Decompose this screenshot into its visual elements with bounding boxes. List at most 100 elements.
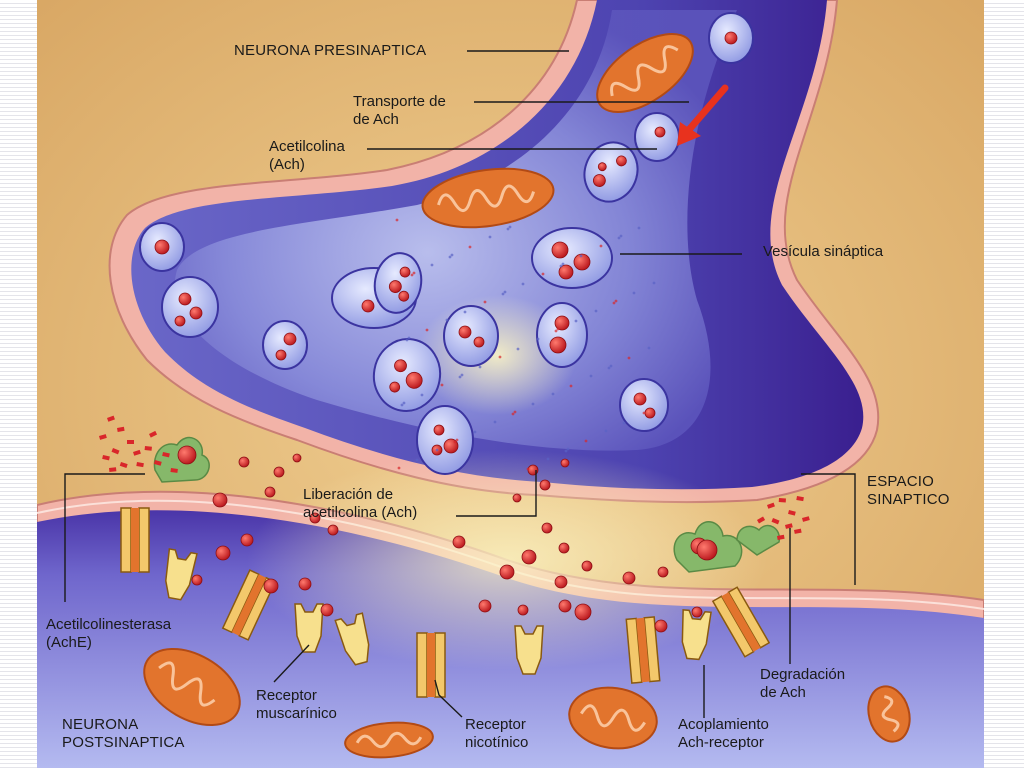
speck: [395, 218, 399, 222]
ach-molecule: [574, 603, 592, 621]
vesicle: [416, 405, 474, 475]
ach-molecule: [292, 453, 302, 463]
speck: [473, 430, 477, 434]
muscarinic-receptor: [681, 609, 712, 661]
vesicle: [262, 320, 308, 370]
speck: [498, 355, 502, 359]
vesicle: [583, 141, 639, 203]
ach-fragment: [102, 455, 110, 461]
speck: [574, 319, 578, 323]
synapse-diagram: [37, 0, 984, 768]
ach-molecule: [521, 549, 537, 565]
speck: [400, 403, 404, 407]
ach-fragment: [794, 528, 802, 534]
speck: [407, 336, 411, 340]
ach-molecule: [691, 606, 703, 618]
speck: [614, 299, 618, 303]
speck: [559, 264, 563, 268]
ach-fragment: [777, 534, 785, 540]
ach-molecule: [298, 577, 312, 591]
speck: [405, 338, 409, 342]
label-muscarinic-receptor: Receptor muscarínico: [256, 687, 337, 722]
mitochondria: [143, 32, 911, 759]
speck: [546, 457, 550, 461]
ach-molecule: [327, 524, 339, 536]
ach-molecule: [554, 575, 568, 589]
speck: [483, 300, 487, 304]
vesicle: [373, 252, 423, 314]
speck: [566, 447, 570, 451]
speck: [526, 467, 530, 471]
speck: [607, 366, 611, 370]
label-presynaptic-neuron: NEURONA PRESINAPTICA: [234, 42, 427, 59]
ach-molecule: [581, 560, 593, 572]
speck: [541, 272, 545, 276]
speck: [488, 235, 492, 239]
ach-molecule: [273, 466, 285, 478]
speck: [531, 402, 535, 406]
nicotinic-receptor: [416, 632, 446, 698]
transport-arrow: [677, 84, 729, 146]
label-ach-degradation: Degradación de Ach: [760, 666, 846, 701]
ach-molecule: [517, 604, 529, 616]
speck: [599, 244, 603, 248]
ach-molecule: [657, 566, 669, 578]
speck: [561, 262, 565, 266]
speck: [612, 301, 616, 305]
speck: [458, 375, 462, 379]
ach-fragment: [98, 434, 107, 440]
ach-molecule: [320, 603, 334, 617]
receptors: [120, 507, 771, 698]
ach-molecule: [696, 539, 718, 561]
speck: [425, 328, 429, 332]
speck: [604, 429, 608, 433]
ach-fragment: [107, 415, 115, 422]
nicotinic-receptor: [625, 616, 661, 684]
speck: [632, 291, 636, 295]
ach-fragment: [148, 430, 158, 438]
speck: [511, 412, 515, 416]
speck: [478, 365, 482, 369]
speck: [652, 281, 656, 285]
speck: [503, 290, 507, 294]
ach-fragment: [796, 495, 804, 502]
speck: [430, 263, 434, 267]
speck: [609, 364, 613, 368]
synaptic-vesicles: [139, 12, 754, 475]
ach-fragment: [144, 446, 152, 451]
speck: [579, 254, 583, 258]
ach-fragment: [778, 498, 786, 503]
ach-molecule: [558, 542, 570, 554]
ach-fragment: [785, 523, 793, 529]
vesicle: [619, 378, 669, 432]
ach-molecule: [622, 571, 636, 585]
speck: [536, 337, 540, 341]
ach-fragment: [111, 447, 120, 455]
vesicle: [139, 222, 185, 272]
ach-molecule: [212, 492, 228, 508]
ach-molecule: [264, 486, 276, 498]
ach-molecule: [499, 564, 515, 580]
speck: [589, 374, 593, 378]
speck: [569, 384, 573, 388]
label-ach-release: Liberación de acetilcolina (Ach): [303, 486, 418, 521]
speck: [622, 421, 626, 425]
label-synaptic-vesicle: Vesícula sináptica: [763, 243, 884, 260]
label-acetylcholine: Acetilcolina (Ach): [269, 138, 345, 173]
speck: [450, 253, 454, 257]
ach-fragment: [153, 459, 162, 466]
vesicle: [161, 276, 219, 338]
ach-fragment: [132, 449, 141, 456]
ach-molecule: [263, 578, 279, 594]
speck: [564, 449, 568, 453]
speck: [642, 411, 646, 415]
speck: [402, 401, 406, 405]
ach-fragment: [771, 517, 780, 525]
speck: [463, 310, 467, 314]
ach-fragment: [117, 426, 125, 432]
speck: [397, 466, 401, 470]
ach-molecule: [512, 493, 522, 503]
speck: [493, 420, 497, 424]
vesicle: [531, 227, 613, 289]
ach-molecule: [177, 445, 197, 465]
